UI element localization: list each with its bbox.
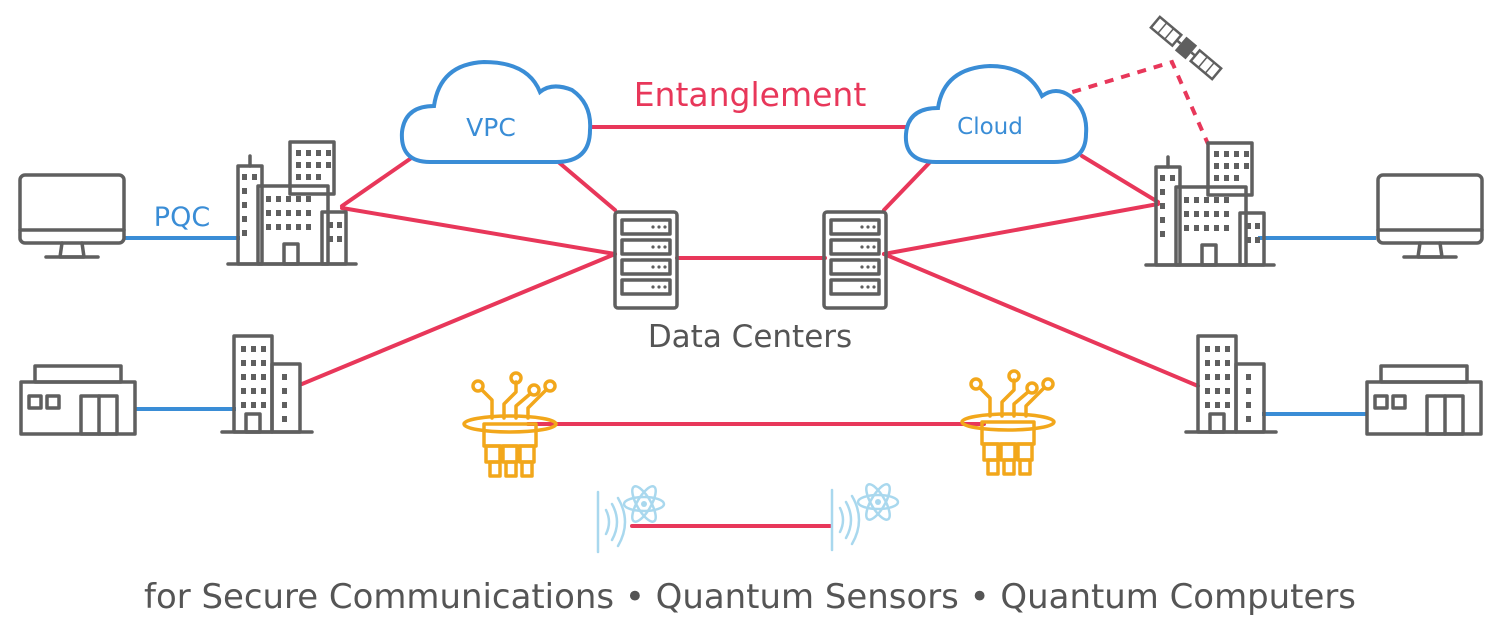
left-office-building-icon	[226, 140, 358, 266]
link-rack-right-cloud	[882, 158, 934, 212]
right-quantum-sensor-icon	[830, 479, 900, 552]
link-rack-right-right-office	[882, 202, 1160, 256]
right-monitor-icon	[1376, 173, 1484, 259]
link-satellite-dashed	[1055, 59, 1210, 145]
link-rack-right-right-tower	[882, 252, 1200, 388]
left-quantum-sensor-icon	[596, 481, 666, 554]
right-office-building-icon	[1144, 141, 1276, 267]
left-monitor-icon	[18, 173, 126, 259]
right-server-rack-icon	[822, 210, 888, 310]
right-shop-icon	[1365, 364, 1483, 436]
vpc-cloud-icon: VPC	[399, 59, 593, 164]
classical-links	[124, 236, 1376, 416]
cloud-label: Cloud	[957, 114, 1023, 140]
right-tower-building-icon	[1184, 334, 1278, 434]
data-centers-label: Data Centers	[648, 319, 852, 355]
link-left-office-rack-left	[340, 206, 617, 256]
left-shop-icon	[19, 364, 137, 436]
link-left-tower-rack-left	[300, 252, 617, 386]
entanglement-links	[300, 59, 1210, 528]
vpc-label: VPC	[466, 113, 516, 142]
link-left-office-vpc	[340, 150, 422, 208]
left-server-rack-icon	[613, 210, 679, 310]
link-cloud-right-office	[1080, 154, 1160, 204]
satellite-icon	[1149, 15, 1223, 81]
pqc-label: PQC	[154, 202, 210, 233]
entanglement-label: Entanglement	[634, 75, 867, 114]
cloud-icon: Cloud	[903, 63, 1089, 164]
caption: for Secure Communications • Quantum Sens…	[144, 577, 1356, 617]
link-vpc-rack-left	[554, 158, 617, 212]
left-tower-building-icon	[220, 334, 314, 434]
